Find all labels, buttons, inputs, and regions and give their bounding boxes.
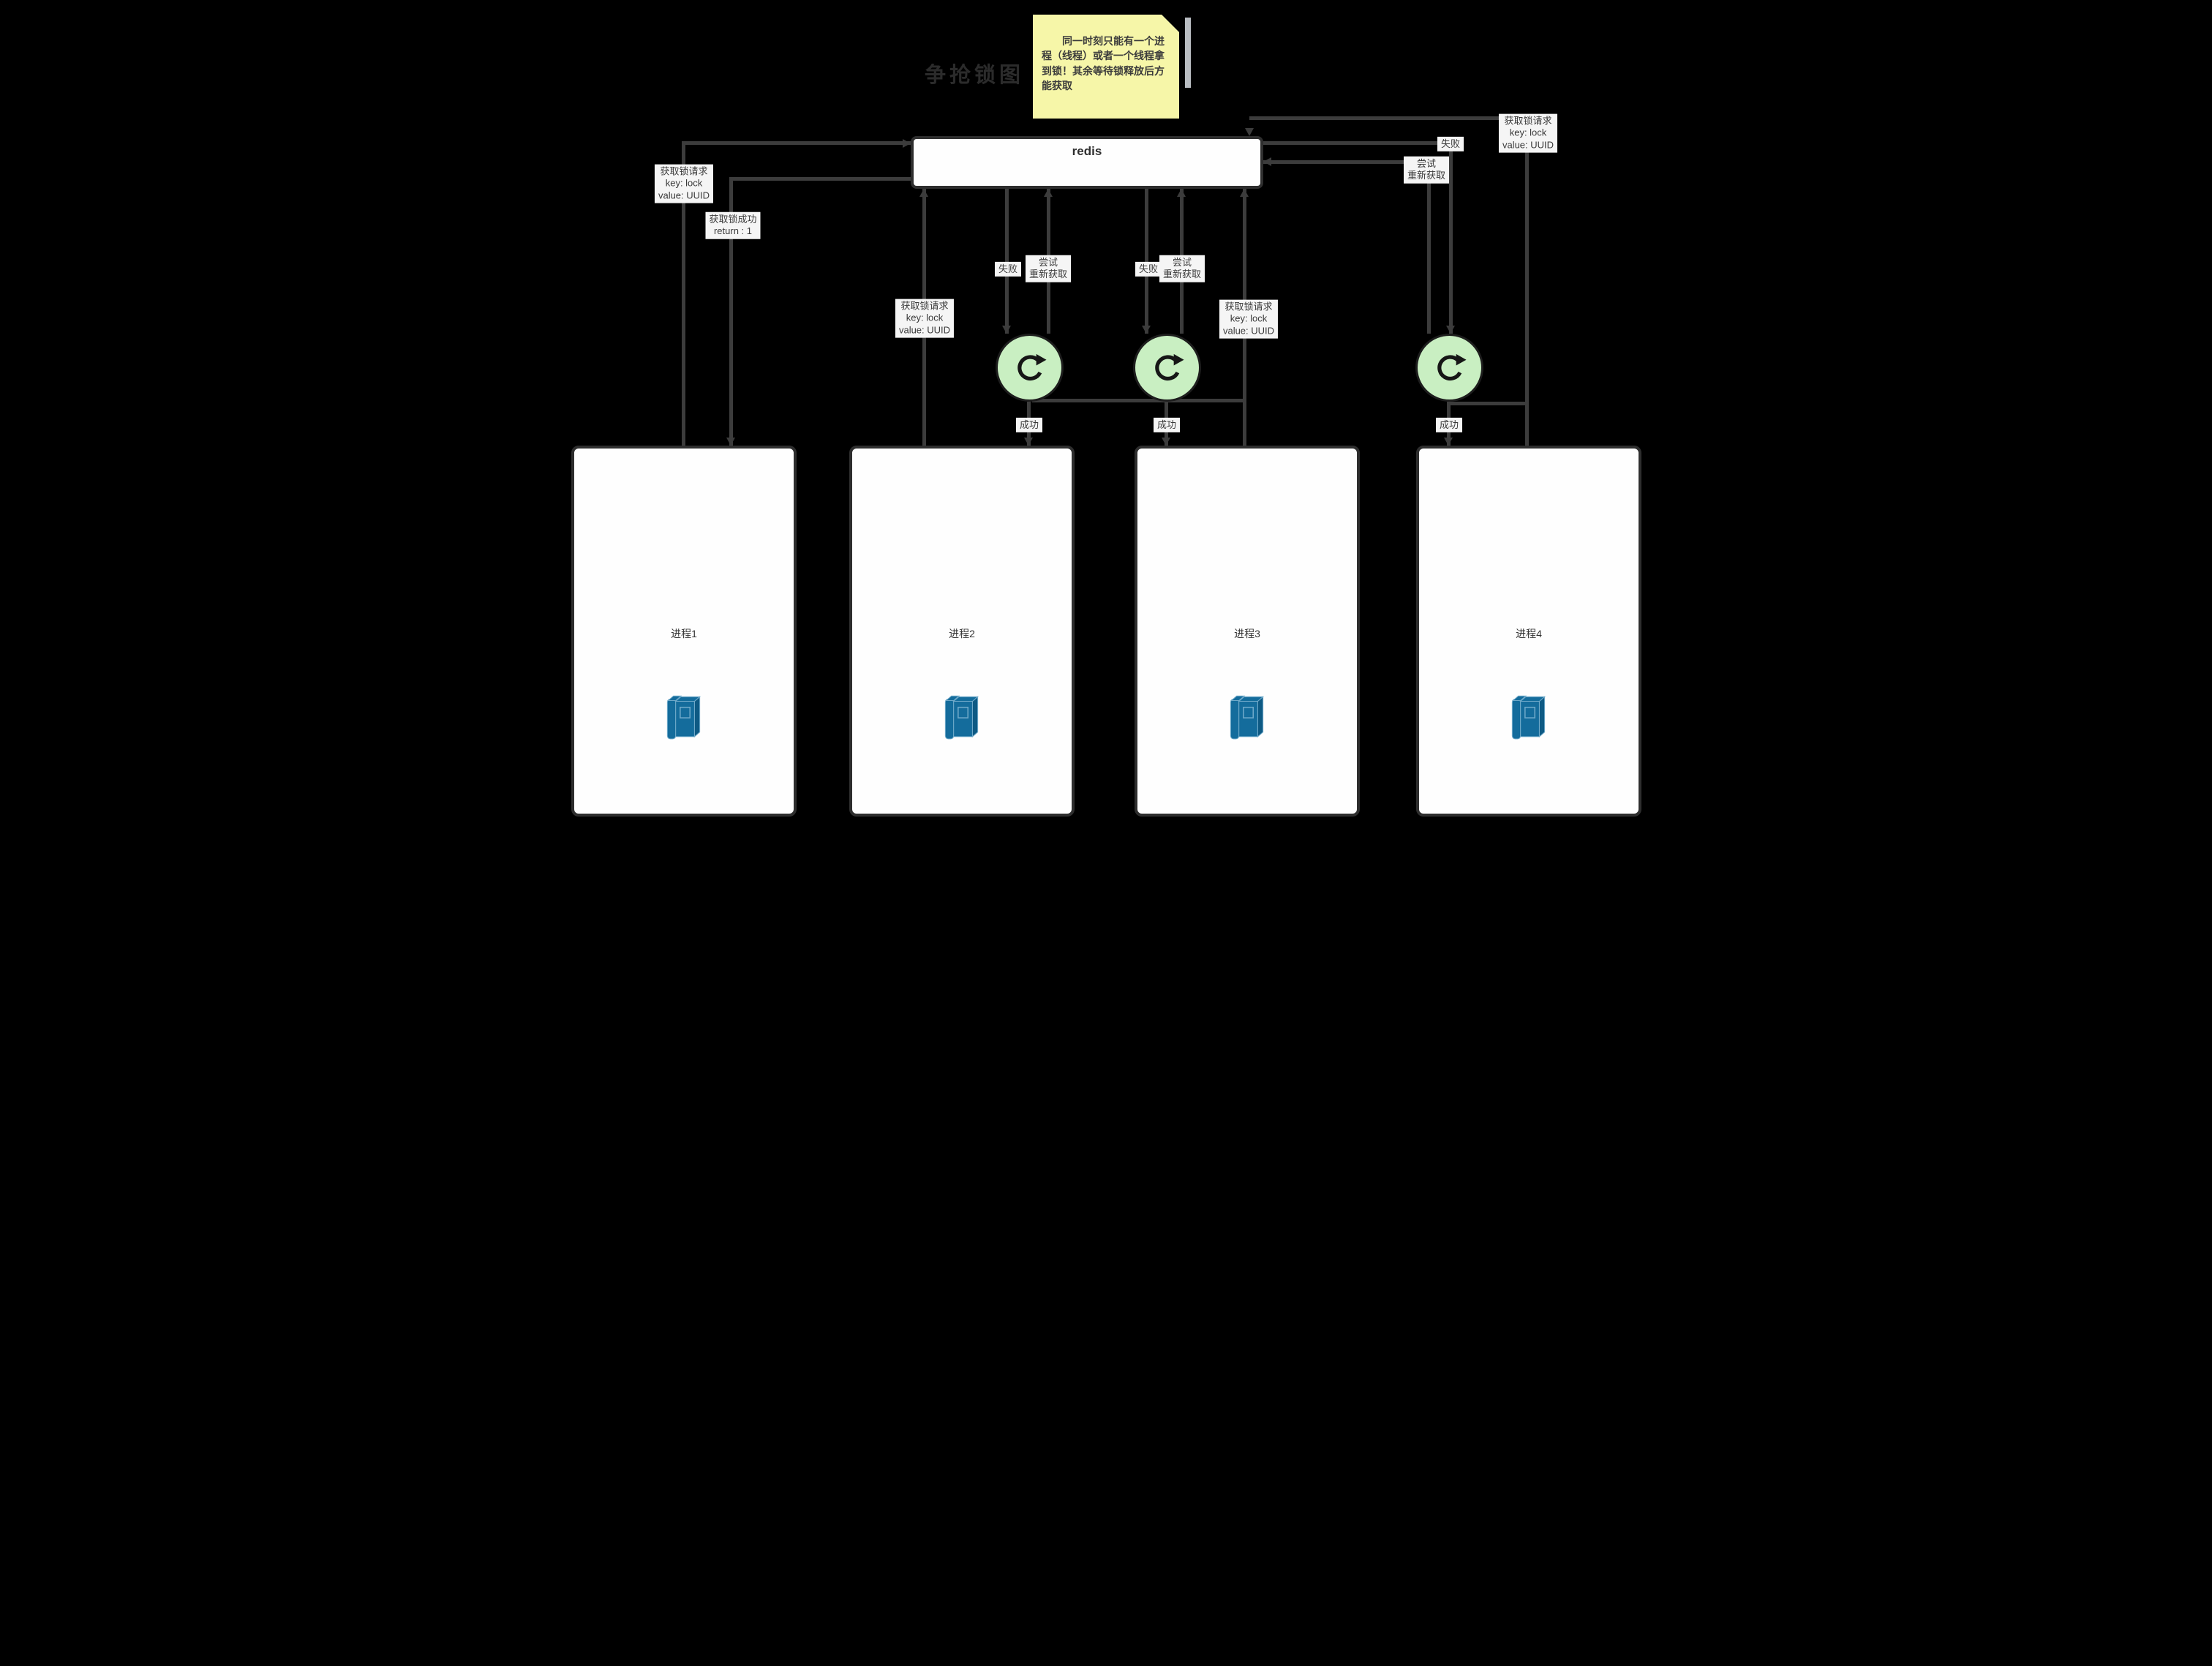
connector-p1-success-h [729,177,911,181]
edge-label-p1-request: 获取锁请求 key: lock value: UUID [654,164,714,203]
connector-retry3-h [1263,160,1431,164]
arrow-retry3-into-redis-right [1263,157,1271,166]
connector-circles-bottom-h [1032,399,1244,402]
process-label: 进程1 [671,628,697,639]
diagram-title-watermark: 争抢锁图 [924,64,1024,87]
edge-label-p1-success: 获取锁成功 return : 1 [705,211,761,239]
edge-label-retry-1: 尝试 重新获取 [1025,255,1072,282]
arrow-fail1-into-circle1 [1002,326,1011,334]
connector-p1-request-v [682,143,685,446]
connector-p4-request-v [1525,116,1529,446]
connector-circle3-bottom-h [1449,402,1527,405]
process-label: 进程3 [1234,628,1260,639]
process-node-1: 进程1 [571,446,797,817]
connector-retry3-v [1427,160,1431,334]
sticky-note-text: 同一时刻只能有一个进程（线程）或者一个线程拿到锁！其余等待锁释放后方能获取 [1042,35,1165,91]
server-books-icon [944,695,979,740]
arrow-success1-into-p2 [1024,438,1033,446]
edge-label-p3-request: 获取锁请求 key: lock value: UUID [1219,299,1279,339]
refresh-clockwise-icon [1437,353,1467,380]
server-books-icon [1511,695,1546,740]
arrow-fail3-into-circle3 [1446,326,1455,334]
refresh-clockwise-icon [1017,353,1047,380]
edge-label-fail-2: 失败 [1135,261,1162,277]
redis-label: redis [1072,144,1102,158]
arrow-retry2-into-redis [1177,189,1186,197]
arrow-fail2-into-circle2 [1142,326,1151,334]
connector-fail3-h [1263,141,1453,145]
edge-label-success-3: 成功 [1435,417,1463,433]
edge-label-retry-2: 尝试 重新获取 [1159,255,1205,282]
edge-label-success-1: 成功 [1015,417,1043,433]
connector-fail3-v [1449,143,1453,334]
edge-label-fail-1: 失败 [994,261,1022,277]
retry-circle-1 [996,334,1064,402]
sticky-note: 同一时刻只能有一个进程（线程）或者一个线程拿到锁！其余等待锁释放后方能获取 [1033,15,1179,119]
arrow-p3-into-redis-bottom [1240,189,1249,197]
process-node-3: 进程3 [1135,446,1360,817]
process-label: 进程4 [1516,628,1542,639]
refresh-clockwise-icon [1154,353,1184,380]
arrow-success3-into-p4 [1444,438,1453,446]
retry-circle-3 [1415,334,1483,402]
redis-node: redis [911,136,1263,189]
diagram-canvas: 争抢锁图 redis [553,0,1659,833]
edge-label-p2-request: 获取锁请求 key: lock value: UUID [895,299,955,338]
arrow-p4-into-redis-top [1245,128,1254,136]
retry-circle-2 [1133,334,1201,402]
process-node-2: 进程2 [849,446,1075,817]
arrow-into-redis-left [903,139,911,148]
arrow-retry1-into-redis [1044,189,1053,197]
server-books-icon [1230,695,1264,740]
server-books-icon [666,695,701,740]
dog-ear-fold-icon [1162,15,1179,32]
process-label: 进程2 [949,628,975,639]
edge-label-retry-3: 尝试 重新获取 [1403,156,1450,184]
connector-p1-success-v [729,177,733,446]
process-node-4: 进程4 [1416,446,1641,817]
edge-label-p4-request: 获取锁请求 key: lock value: UUID [1498,113,1558,153]
connector-fail2-v [1145,189,1148,334]
arrow-success2-into-p3 [1162,438,1170,446]
note-shadow [1185,18,1191,88]
connector-p4-request-h [1249,116,1527,120]
connector-p1-request-h [682,141,911,145]
arrow-p2-into-redis-bottom [919,189,928,197]
edge-label-success-2: 成功 [1153,417,1181,433]
arrow-into-p1-top [726,438,735,446]
connector-fail1-v [1005,189,1009,334]
edge-label-fail-3: 失败 [1437,136,1464,152]
